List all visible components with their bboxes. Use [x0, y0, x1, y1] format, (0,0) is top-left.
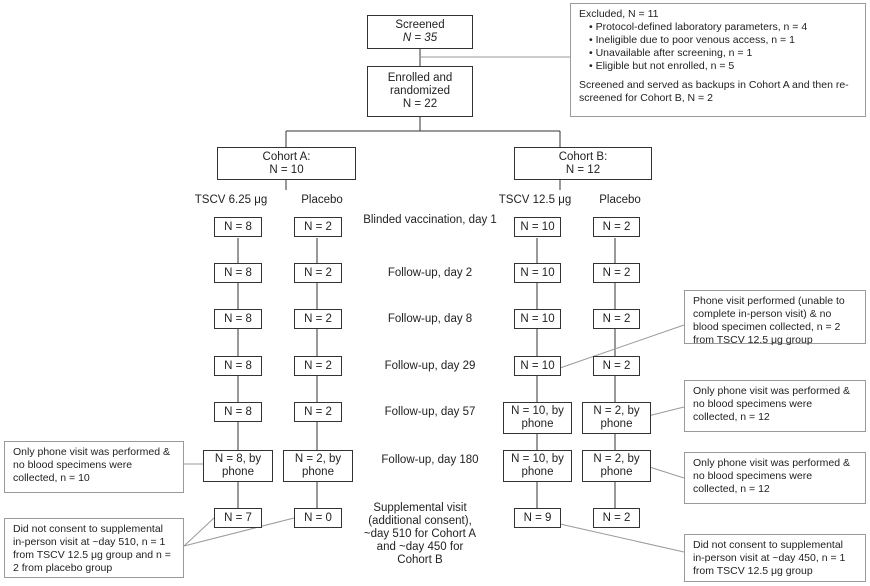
- count-box-b2: N = 2: [593, 508, 640, 528]
- right-day29-note: Phone visit performed (unable to complet…: [684, 290, 866, 346]
- left-phone-note: Only phone visit was performed & no bloo…: [4, 441, 184, 493]
- count-box-b1: N = 10: [514, 263, 561, 283]
- arm-b2-label: Placebo: [599, 194, 641, 206]
- cohort-b-title: Cohort B:: [558, 150, 608, 163]
- screened-count: N = 35: [402, 32, 438, 44]
- left-consent-note-text: Did not consent to supplemental in-perso…: [13, 523, 171, 574]
- excluded-box: Excluded, N = 11 Protocol-defined labora…: [570, 3, 866, 117]
- excluded-item: Eligible but not enrolled, n = 5: [589, 60, 857, 73]
- arm-a1-label: TSCV 6.25 μg: [194, 194, 268, 206]
- right-day57-note: Only phone visit was performed & no bloo…: [684, 380, 866, 432]
- count-box-a1: N = 8, by phone: [203, 450, 273, 482]
- visit-label: Follow-up, day 57: [384, 406, 476, 418]
- count-box-a1: N = 8: [214, 356, 262, 376]
- count-box-b1: N = 10: [514, 309, 561, 329]
- visit-label: Blinded vaccination, day 1: [363, 214, 497, 226]
- right-day180-note-text: Only phone visit was performed & no bloo…: [693, 457, 850, 495]
- enrolled-line1: Enrolled and: [387, 72, 453, 84]
- count-box-a2: N = 2, by phone: [283, 450, 353, 482]
- count-box-a1: N = 8: [214, 217, 262, 237]
- enrolled-box: Enrolled and randomized N = 22: [367, 66, 473, 117]
- count-box-a2: N = 2: [294, 309, 342, 329]
- visit-label: Follow-up, day 2: [387, 267, 473, 279]
- count-box-b2: N = 2, by phone: [582, 450, 651, 482]
- excluded-item: Ineligible due to poor venous access, n …: [589, 34, 857, 47]
- right-day29-note-text: Phone visit performed (unable to complet…: [693, 295, 845, 346]
- count-box-b1: N = 10: [514, 217, 561, 237]
- backup-note: Screened and served as backups in Cohort…: [579, 79, 849, 104]
- cohort-a-count: N = 10: [269, 163, 304, 176]
- cohort-b-count: N = 12: [565, 163, 601, 176]
- right-consent-note: Did not consent to supplemental in-perso…: [684, 534, 866, 582]
- screened-title: Screened: [395, 19, 445, 31]
- right-day180-note: Only phone visit was performed & no bloo…: [684, 452, 866, 504]
- visit-label: Follow-up, day 8: [387, 313, 473, 325]
- left-phone-note-text: Only phone visit was performed & no bloo…: [13, 446, 170, 484]
- count-box-a2: N = 0: [294, 508, 342, 528]
- count-box-b2: N = 2: [593, 263, 640, 283]
- count-box-a2: N = 2: [294, 356, 342, 376]
- excluded-list: Protocol-defined laboratory parameters, …: [579, 21, 857, 73]
- visit-label: Supplemental visit (additional consent),…: [363, 502, 477, 566]
- count-box-b2: N = 2: [593, 356, 640, 376]
- count-box-b1: N = 10, by phone: [503, 450, 572, 482]
- count-box-a2: N = 2: [294, 402, 342, 422]
- excluded-item: Unavailable after screening, n = 1: [589, 47, 857, 60]
- screened-box: Screened N = 35: [367, 15, 473, 49]
- enrolled-line2: randomized: [389, 85, 451, 97]
- right-consent-note-text: Did not consent to supplemental in-perso…: [693, 539, 846, 577]
- cohort-b-box: Cohort B: N = 12: [514, 147, 652, 180]
- cohort-a-title: Cohort A:: [262, 150, 311, 163]
- right-day57-note-text: Only phone visit was performed & no bloo…: [693, 385, 850, 423]
- count-box-b1: N = 10: [514, 356, 561, 376]
- cohort-a-box: Cohort A: N = 10: [217, 147, 356, 180]
- count-box-a1: N = 8: [214, 309, 262, 329]
- excluded-title: Excluded, N = 11: [579, 8, 659, 20]
- visit-label: Follow-up, day 180: [381, 454, 479, 466]
- count-box-a1: N = 7: [214, 508, 262, 528]
- count-box-b2: N = 2: [593, 217, 640, 237]
- count-box-b2: N = 2: [593, 309, 640, 329]
- count-box-a2: N = 2: [294, 263, 342, 283]
- excluded-item: Protocol-defined laboratory parameters, …: [589, 21, 857, 34]
- count-box-b1: N = 9: [514, 508, 561, 528]
- arm-b1-label: TSCV 12.5 μg: [498, 194, 572, 206]
- visit-label: Follow-up, day 29: [384, 360, 476, 372]
- left-consent-note: Did not consent to supplemental in-perso…: [4, 518, 184, 578]
- enrolled-count: N = 22: [402, 98, 438, 110]
- count-box-b2: N = 2, by phone: [582, 402, 651, 434]
- arm-a2-label: Placebo: [301, 194, 343, 206]
- count-box-a2: N = 2: [294, 217, 342, 237]
- count-box-a1: N = 8: [214, 402, 262, 422]
- count-box-a1: N = 8: [214, 263, 262, 283]
- count-box-b1: N = 10, by phone: [503, 402, 572, 434]
